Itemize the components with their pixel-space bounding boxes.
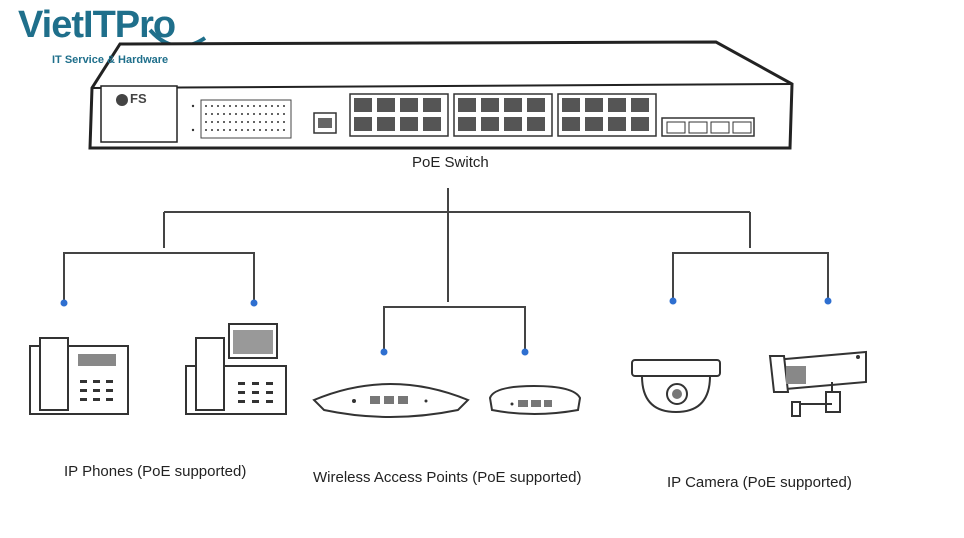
logo-subtitle: IT Service & Hardware [52,54,169,66]
ip-phone-icon [29,337,129,415]
switch-brand: FS [130,91,147,106]
vent-dots [205,105,285,131]
connection-endpoints [60,297,832,356]
logo-title: VietITPro [18,4,176,46]
bullet-camera-icon [768,350,867,417]
sfp-port-bank [661,117,755,137]
access-points-label: Wireless Access Points (PoE supported) [313,469,582,486]
connection-lines [63,188,829,350]
ip-phones-label: IP Phones (PoE supported) [64,463,247,480]
poe-switch-icon [88,40,794,150]
switch-label: PoE Switch [412,154,489,171]
ip-camera-label: IP Camera (PoE supported) [667,474,852,491]
wireless-access-point-icon [312,383,470,418]
video-ip-phone-icon [185,323,287,415]
dome-camera-icon [631,359,721,414]
ceiling-access-point-icon [488,384,582,415]
